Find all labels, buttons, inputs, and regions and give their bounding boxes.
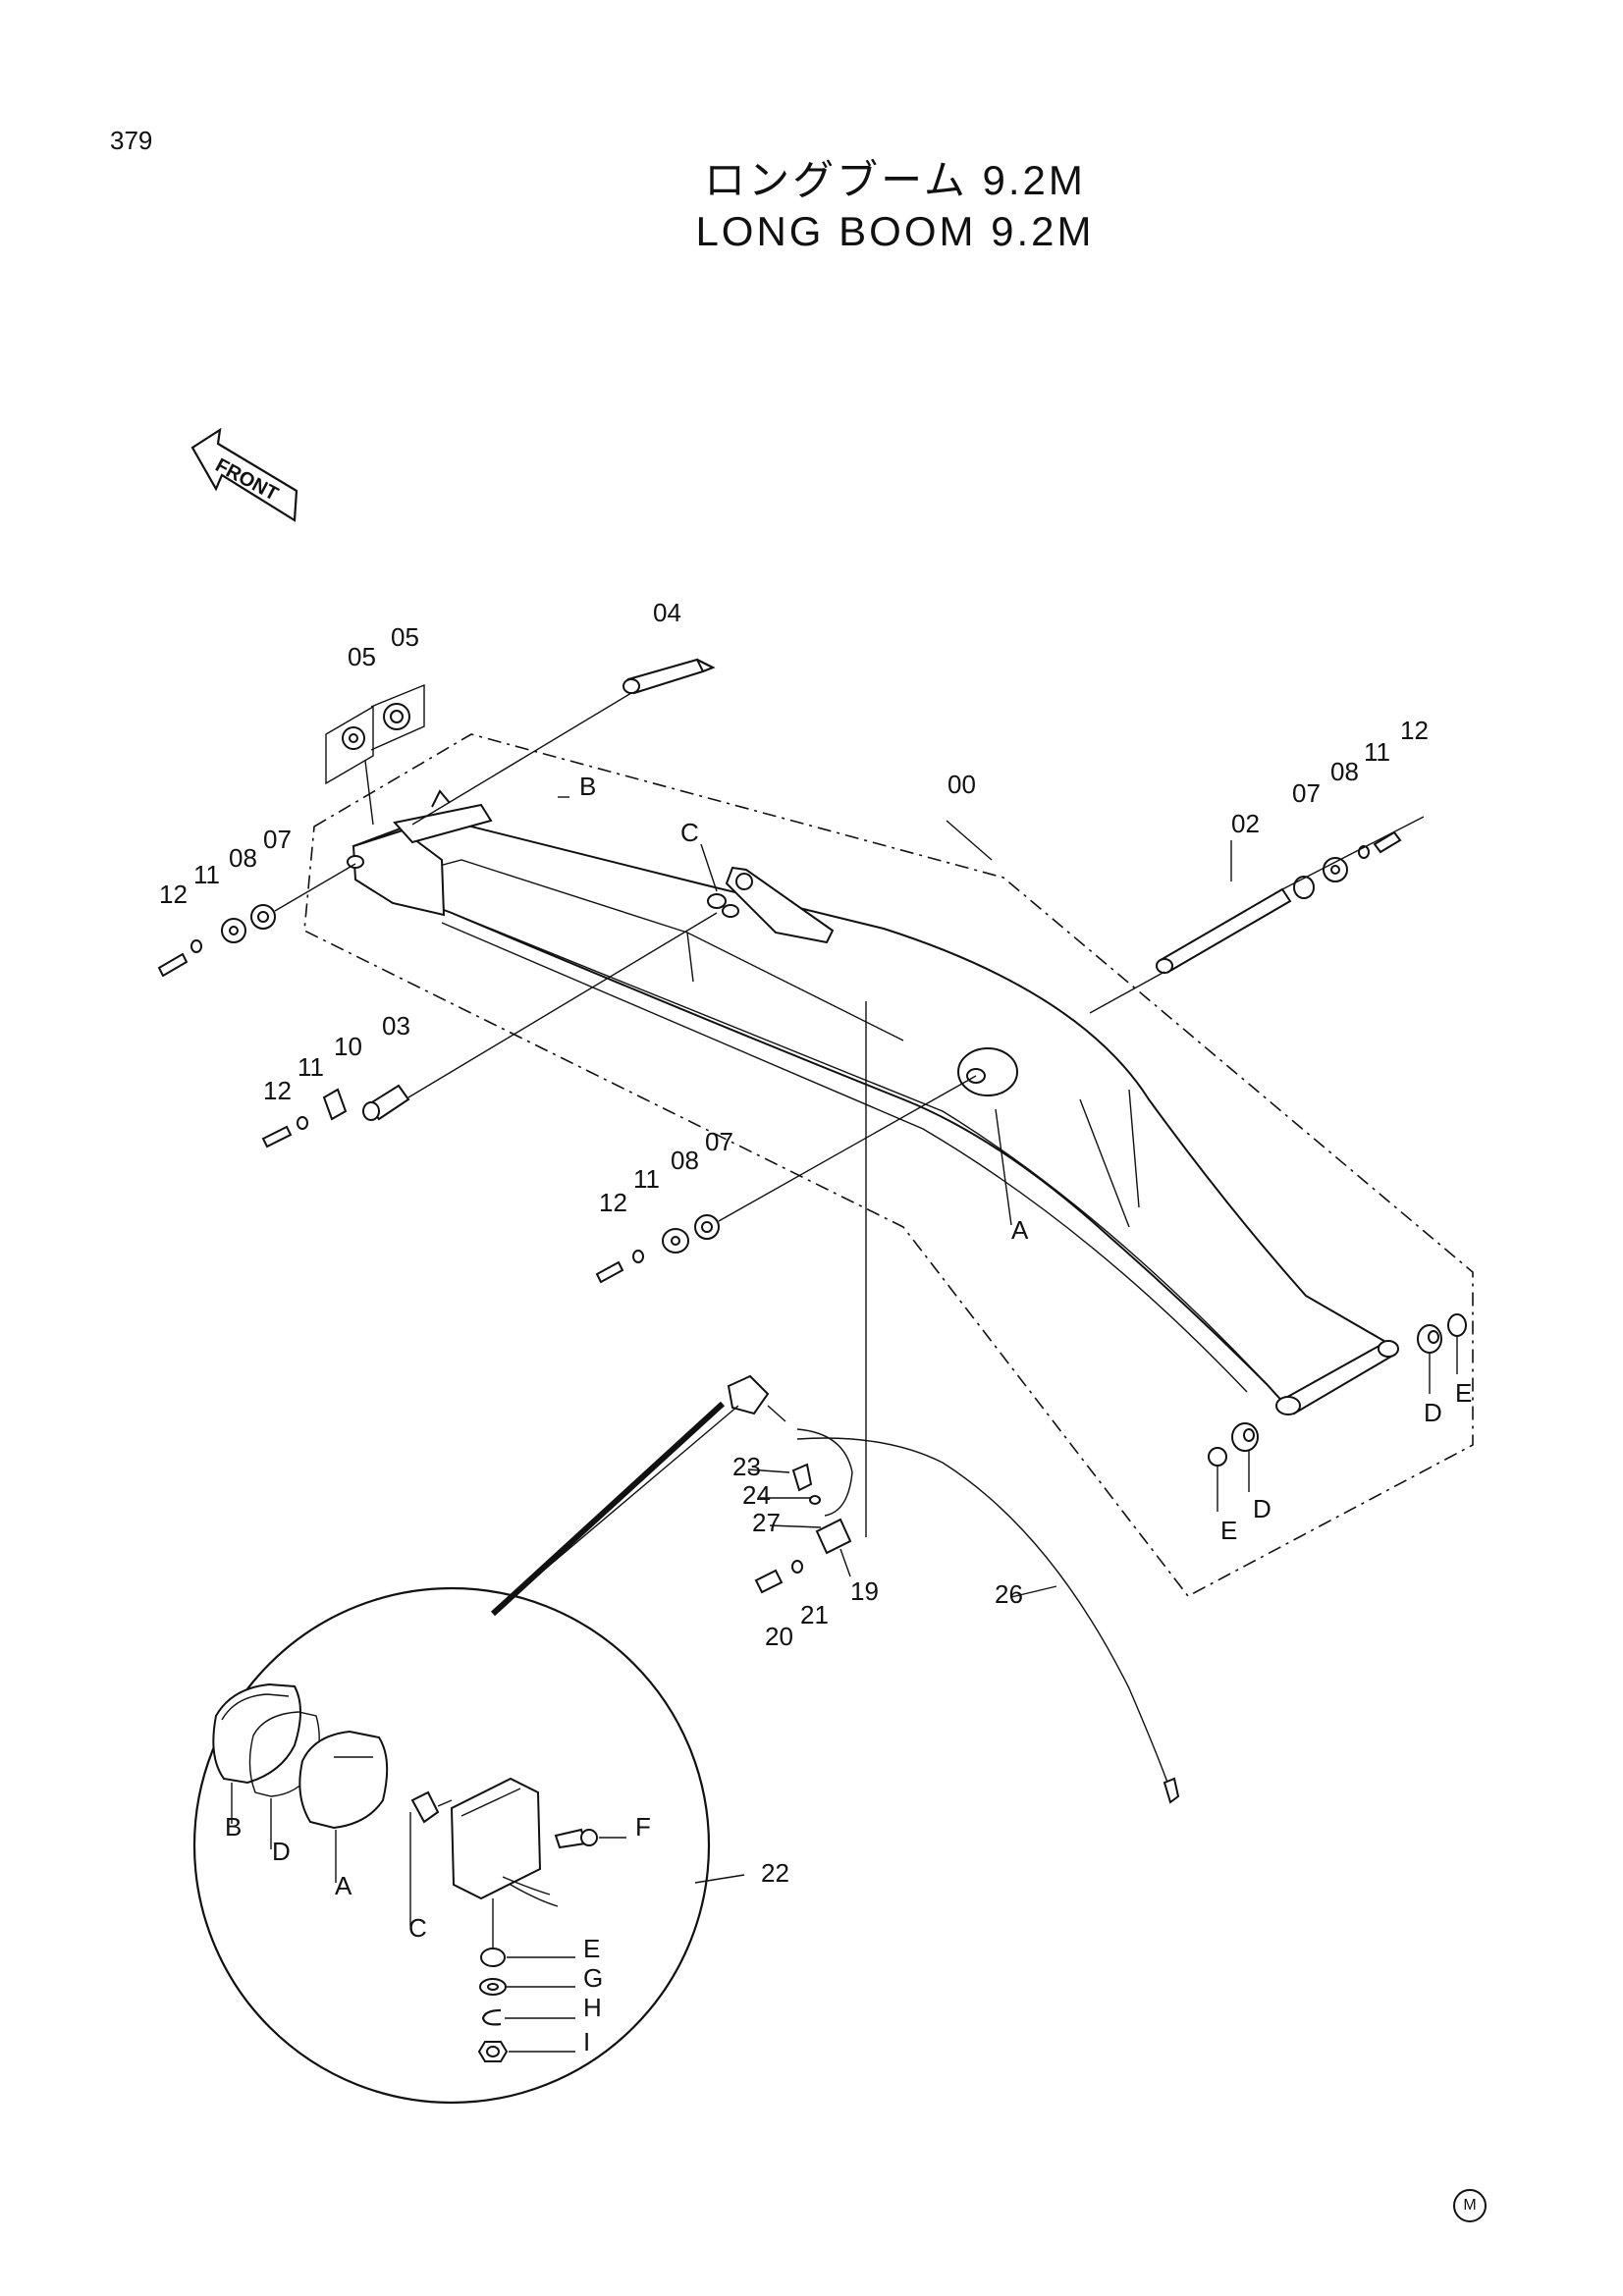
callout-12: 12 [159,880,188,909]
callout-02: 02 [1231,809,1260,838]
callout-10: 10 [334,1032,362,1061]
callout-26: 26 [995,1579,1023,1609]
callout-11: 11 [633,1164,660,1194]
callout-d: D [1253,1494,1271,1523]
callout-27: 27 [752,1508,781,1537]
mid-fasteners [595,1075,977,1284]
callout-24: 24 [742,1480,771,1510]
callout-08: 08 [671,1146,699,1175]
callout-03: 03 [382,1011,410,1041]
callout-d: D [1424,1398,1442,1427]
callout-12: 12 [1400,716,1429,745]
callout-d: D [272,1837,291,1866]
callout-a: A [335,1871,352,1900]
callout-11: 11 [298,1052,324,1082]
corner-mark: M [1453,2189,1487,2222]
boom-body [347,789,1399,1415]
callout-20: 20 [765,1622,793,1651]
callout-12: 12 [599,1188,627,1217]
callout-f: F [635,1812,651,1842]
callout-b: B [579,772,596,801]
inset-pointer [490,1401,726,1617]
callout-c: C [680,818,699,847]
callout-11: 11 [1364,737,1390,767]
front-arrow-icon: FRONT [190,427,298,522]
callout-00: 00 [947,770,976,799]
callout-a: A [1011,1215,1029,1245]
pin-02-assembly [1089,816,1425,1014]
lamp-detail-inset [192,1586,711,2105]
assembly-boundary [303,733,1474,1598]
pin-03-assembly [261,912,718,1148]
callout-e: E [1455,1378,1472,1408]
callout-23: 23 [732,1452,761,1481]
washers-05 [325,683,425,826]
callout-h: H [583,1993,602,2022]
base-fasteners-left [157,863,356,978]
callout-08: 08 [1330,757,1359,786]
callout-07: 07 [263,825,292,854]
page-title-english: LONG BOOM 9.2M [695,208,1095,254]
callout-05: 05 [391,622,419,652]
lamp-wiring [496,1001,1180,1804]
callout-08: 08 [229,843,257,873]
leader-lines [558,796,1458,1884]
callout-g: G [583,1963,603,1993]
callout-12: 12 [263,1076,292,1105]
callout-04: 04 [653,598,681,627]
callout-b: B [225,1812,242,1842]
callout-19: 19 [850,1576,879,1606]
callout-07: 07 [1292,778,1321,808]
callout-21: 21 [800,1600,829,1629]
callout-e: E [583,1934,600,1963]
callout-11: 11 [193,860,220,889]
callout-22: 22 [761,1858,789,1888]
callout-c: C [408,1913,427,1943]
page-number: 379 [110,126,153,155]
page-title-japanese: ロングブーム 9.2M [704,157,1086,203]
callout-05: 05 [348,642,376,671]
callout-07: 07 [705,1127,733,1156]
pin-04 [411,658,716,826]
callout-i: I [583,2027,590,2056]
callout-e: E [1220,1516,1237,1545]
